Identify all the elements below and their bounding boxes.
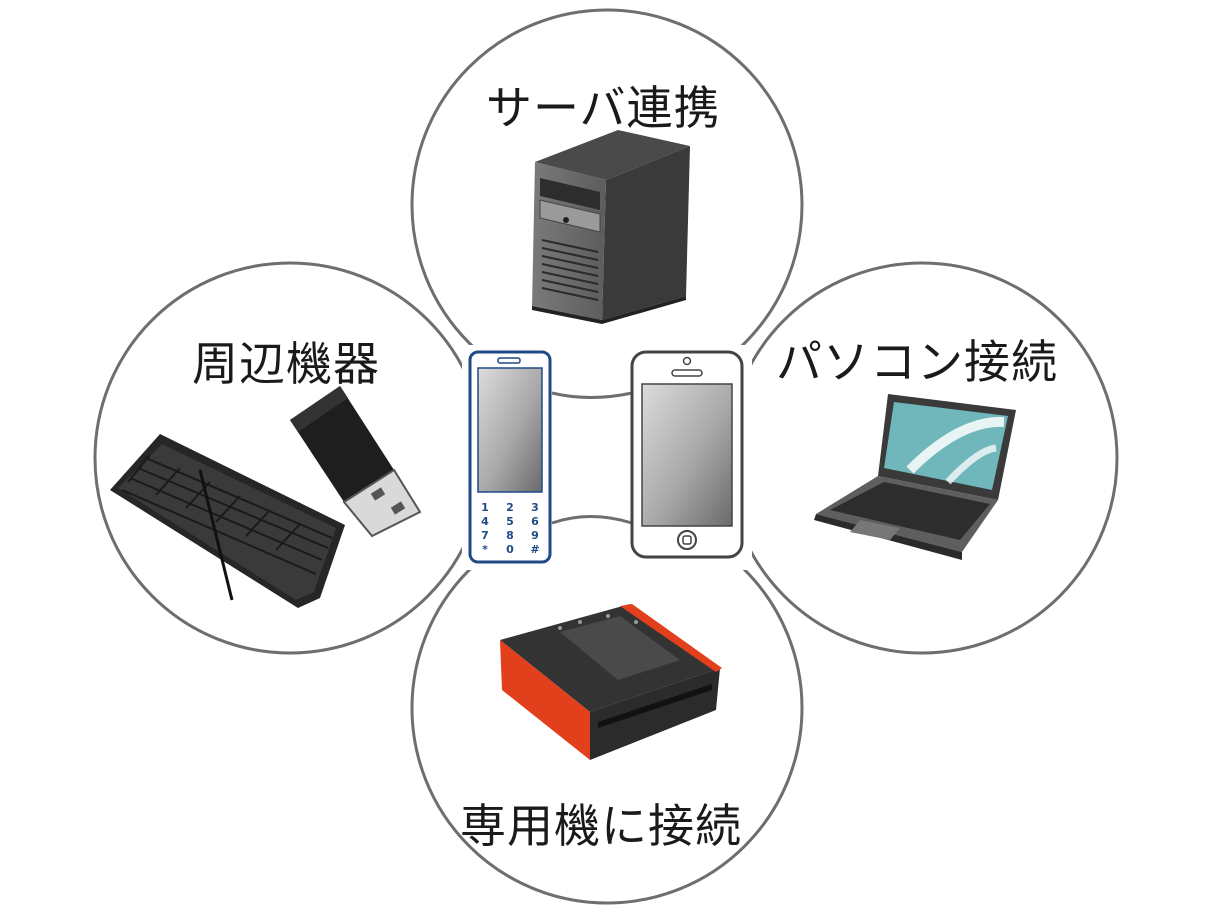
dedicated-printer-image [500,604,722,760]
keypad-key: 9 [531,529,539,542]
keypad-key: 5 [506,515,514,528]
usb-dongle-image [290,386,422,538]
foldable-keyboard-image [110,434,345,608]
label-dedicated-device: 専用機に接続 [460,799,742,853]
feature-phone-image: 1 2 3 4 5 6 7 8 9 * 0 # [468,350,552,564]
keypad-key: 2 [506,501,514,514]
keypad-key: 7 [481,529,489,542]
label-peripherals: 周辺機器 [192,337,380,391]
label-server-integration: サーバ連携 [486,81,721,135]
keypad-key: * [482,543,488,556]
center-arcs [551,391,633,525]
keypad-key: 8 [506,529,514,542]
keypad-key: # [530,543,539,556]
keypad-key: 6 [531,515,539,528]
laptop-image [814,394,1016,560]
keypad-key: 1 [481,501,489,514]
server-tower-image [532,130,690,324]
keypad-key: 0 [506,543,514,556]
keypad-key: 4 [481,515,489,528]
label-pc-connection: パソコン接続 [776,335,1058,389]
keypad-key: 3 [531,501,539,514]
smartphone-image [630,350,744,559]
